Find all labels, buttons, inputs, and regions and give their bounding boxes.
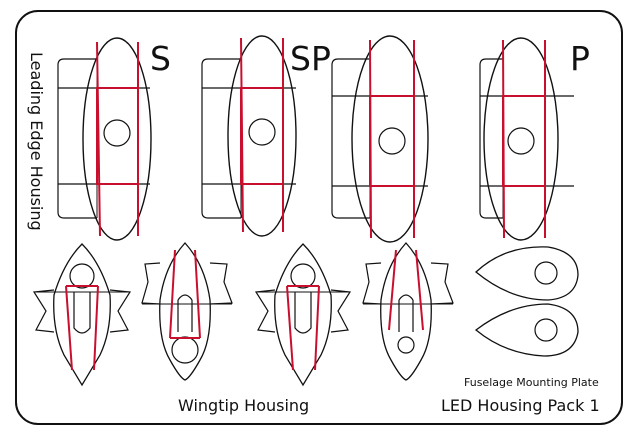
leading-edge-piece-sp — [201, 35, 297, 237]
wingtip-piece-3 — [254, 243, 352, 387]
leading-edge-piece-large — [331, 35, 429, 243]
label-p: P — [570, 39, 590, 78]
wingtip-piece-4 — [362, 242, 454, 381]
leading-edge-piece-p — [479, 37, 574, 241]
wingtip-piece-2 — [141, 242, 233, 381]
label-s: S — [150, 39, 171, 78]
side-title: Leading Edge Housing — [27, 52, 46, 231]
label-sp: SP — [290, 39, 331, 78]
wingtip-piece-1 — [32, 243, 132, 387]
leading-edge-piece-s — [57, 37, 152, 241]
fuselage-mounting-plate-2 — [474, 303, 579, 357]
fuselage-plate-label: Fuselage Mounting Plate — [464, 376, 599, 389]
fuselage-mounting-plate-1 — [475, 246, 579, 301]
wingtip-housing-label: Wingtip Housing — [178, 396, 310, 415]
pack-title: LED Housing Pack 1 — [441, 396, 600, 415]
sheet-border — [15, 10, 623, 425]
